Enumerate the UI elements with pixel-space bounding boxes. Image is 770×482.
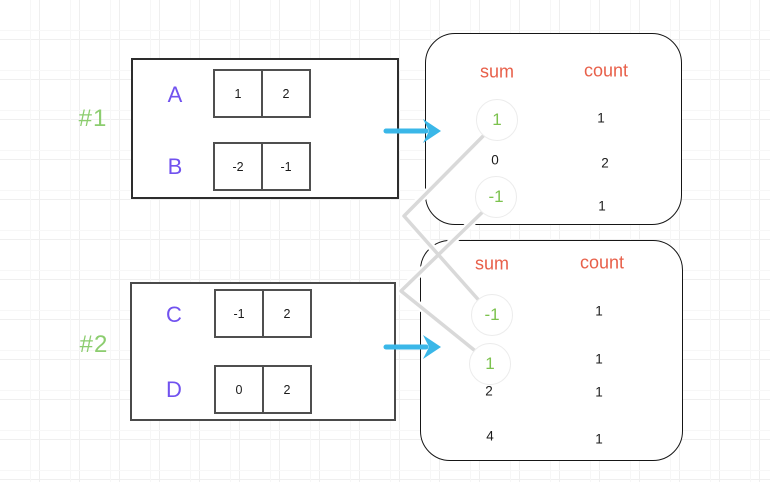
example-2-box: C -1 2 D 0 2 <box>130 282 396 421</box>
array-cell: 1 <box>213 69 263 118</box>
sum-value-highlighted: -1 <box>484 305 500 324</box>
count-value: 1 <box>595 384 603 400</box>
connector-line-topneg1-to-bottom1 <box>399 197 498 364</box>
example-2-label: #2 <box>79 331 109 358</box>
array-a-cells: 1 2 <box>213 69 311 118</box>
connector-casing <box>400 118 501 318</box>
array-cell: 2 <box>262 289 312 338</box>
array-c-cells: -1 2 <box>214 289 312 338</box>
highlight-circle <box>476 99 518 141</box>
table-1-sum-header: sum <box>479 61 515 82</box>
highlight-circle <box>469 343 511 385</box>
array-cell: 2 <box>262 365 312 414</box>
connector-line-top1-to-bottom-neg1 <box>402 120 499 316</box>
count-value: 1 <box>598 198 606 214</box>
array-cell: 2 <box>261 69 311 118</box>
highlight-circle <box>475 176 517 218</box>
array-cell: 0 <box>214 365 264 414</box>
array-a-label: A <box>167 82 183 107</box>
table-2-sum-header: sum <box>474 253 510 274</box>
table-1-count-header: count <box>583 60 629 81</box>
sum-value-highlighted: -1 <box>488 187 504 206</box>
sum-value: 0 <box>491 152 499 168</box>
result-table-1 <box>425 33 682 225</box>
count-value: 1 <box>595 303 603 319</box>
arrow-1-icon <box>383 119 441 143</box>
sum-value: 2 <box>485 383 493 399</box>
sum-value: 4 <box>486 428 494 444</box>
array-c-label: C <box>166 302 182 327</box>
result-table-2 <box>420 240 683 461</box>
highlight-circle <box>471 294 513 336</box>
example-1-box: A 1 2 B -2 -1 <box>131 58 399 199</box>
count-value: 2 <box>601 155 609 171</box>
array-b-label: B <box>167 154 183 179</box>
array-b-cells: -2 -1 <box>213 142 311 191</box>
array-d-cells: 0 2 <box>214 365 312 414</box>
count-value: 1 <box>597 110 605 126</box>
example-1-label: #1 <box>78 105 108 132</box>
table-2-count-header: count <box>579 252 625 273</box>
sum-value-highlighted: 1 <box>485 354 495 373</box>
count-value: 1 <box>595 351 603 367</box>
count-value: 1 <box>595 431 603 447</box>
arrow-2-icon <box>383 335 441 359</box>
array-cell: -1 <box>261 142 311 191</box>
array-d-label: D <box>166 377 182 402</box>
sum-value-highlighted: 1 <box>492 110 502 129</box>
